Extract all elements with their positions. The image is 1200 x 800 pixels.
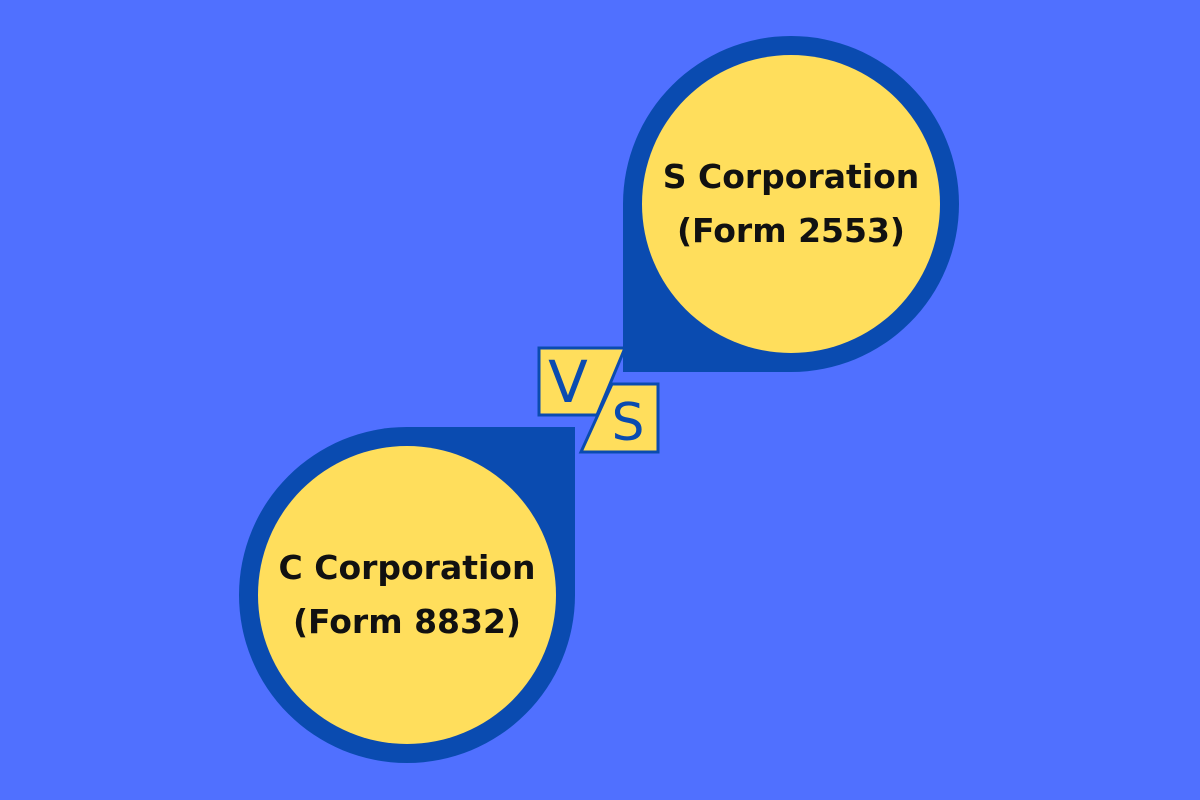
c-corporation-circle: C Corporation (Form 8832) xyxy=(258,446,556,744)
s-tile xyxy=(578,382,660,454)
c-corporation-form: (Form 8832) xyxy=(292,602,522,641)
s-corporation-form: (Form 2553) xyxy=(676,211,906,250)
c-corporation-bubble: C Corporation (Form 8832) xyxy=(239,427,575,763)
v-letter: V xyxy=(548,348,588,416)
c-corporation-title: C Corporation xyxy=(278,548,536,587)
s-corporation-bubble: S Corporation (Form 2553) xyxy=(623,36,959,372)
s-corporation-circle: S Corporation (Form 2553) xyxy=(642,55,940,353)
s-corporation-title: S Corporation xyxy=(662,157,920,196)
versus-badge: V S xyxy=(537,346,660,454)
s-letter: S xyxy=(611,393,644,453)
